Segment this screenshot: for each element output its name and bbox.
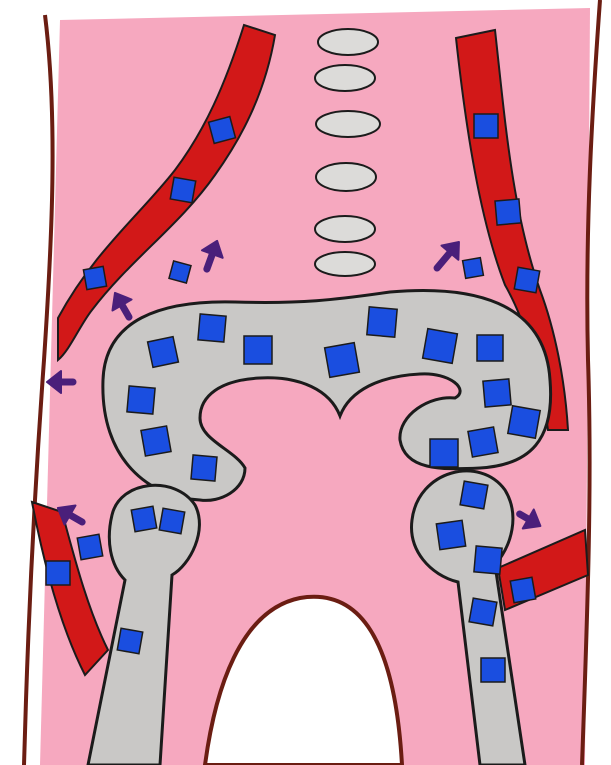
blue-square-icon <box>148 337 179 368</box>
blue-square-icon <box>209 117 236 144</box>
blue-square-icon <box>141 426 171 456</box>
blue-square-icon <box>463 258 484 279</box>
blue-square-icon <box>423 329 458 364</box>
blue-square-icon <box>508 406 540 438</box>
blue-square-icon <box>483 379 511 407</box>
gray-disc-icon <box>318 29 378 55</box>
blue-square-icon <box>474 114 498 138</box>
blue-square-icon <box>325 343 360 378</box>
blue-square-icon <box>131 506 156 531</box>
blue-square-icon <box>469 598 497 626</box>
gray-disc-icon <box>315 252 375 276</box>
blue-square-icon <box>169 261 191 283</box>
blue-square-icon <box>474 546 502 574</box>
blue-square-icon <box>159 508 184 533</box>
blue-square-icon <box>117 628 142 653</box>
blue-square-icon <box>481 658 505 682</box>
blue-square-icon <box>198 314 226 342</box>
blue-square-icon <box>46 561 70 585</box>
gray-disc-icon <box>316 163 376 191</box>
blue-square-icon <box>436 520 465 549</box>
gray-disc-icon <box>315 65 375 91</box>
blue-square-icon <box>367 307 397 337</box>
blue-square-icon <box>83 266 106 289</box>
blue-square-icon <box>495 199 521 225</box>
blue-square-icon <box>430 439 458 467</box>
blue-square-icon <box>244 336 272 364</box>
blue-square-icon <box>77 534 102 559</box>
blue-square-icon <box>477 335 503 361</box>
gray-disc-icon <box>316 111 380 137</box>
blue-square-icon <box>191 455 217 481</box>
blue-square-icon <box>460 481 488 509</box>
blue-square-icon <box>468 427 498 457</box>
blue-square-icon <box>170 177 195 202</box>
blue-square-icon <box>510 577 535 602</box>
gray-disc-icon <box>315 216 375 242</box>
blue-square-icon <box>514 267 539 292</box>
blue-square-icon <box>127 386 155 414</box>
